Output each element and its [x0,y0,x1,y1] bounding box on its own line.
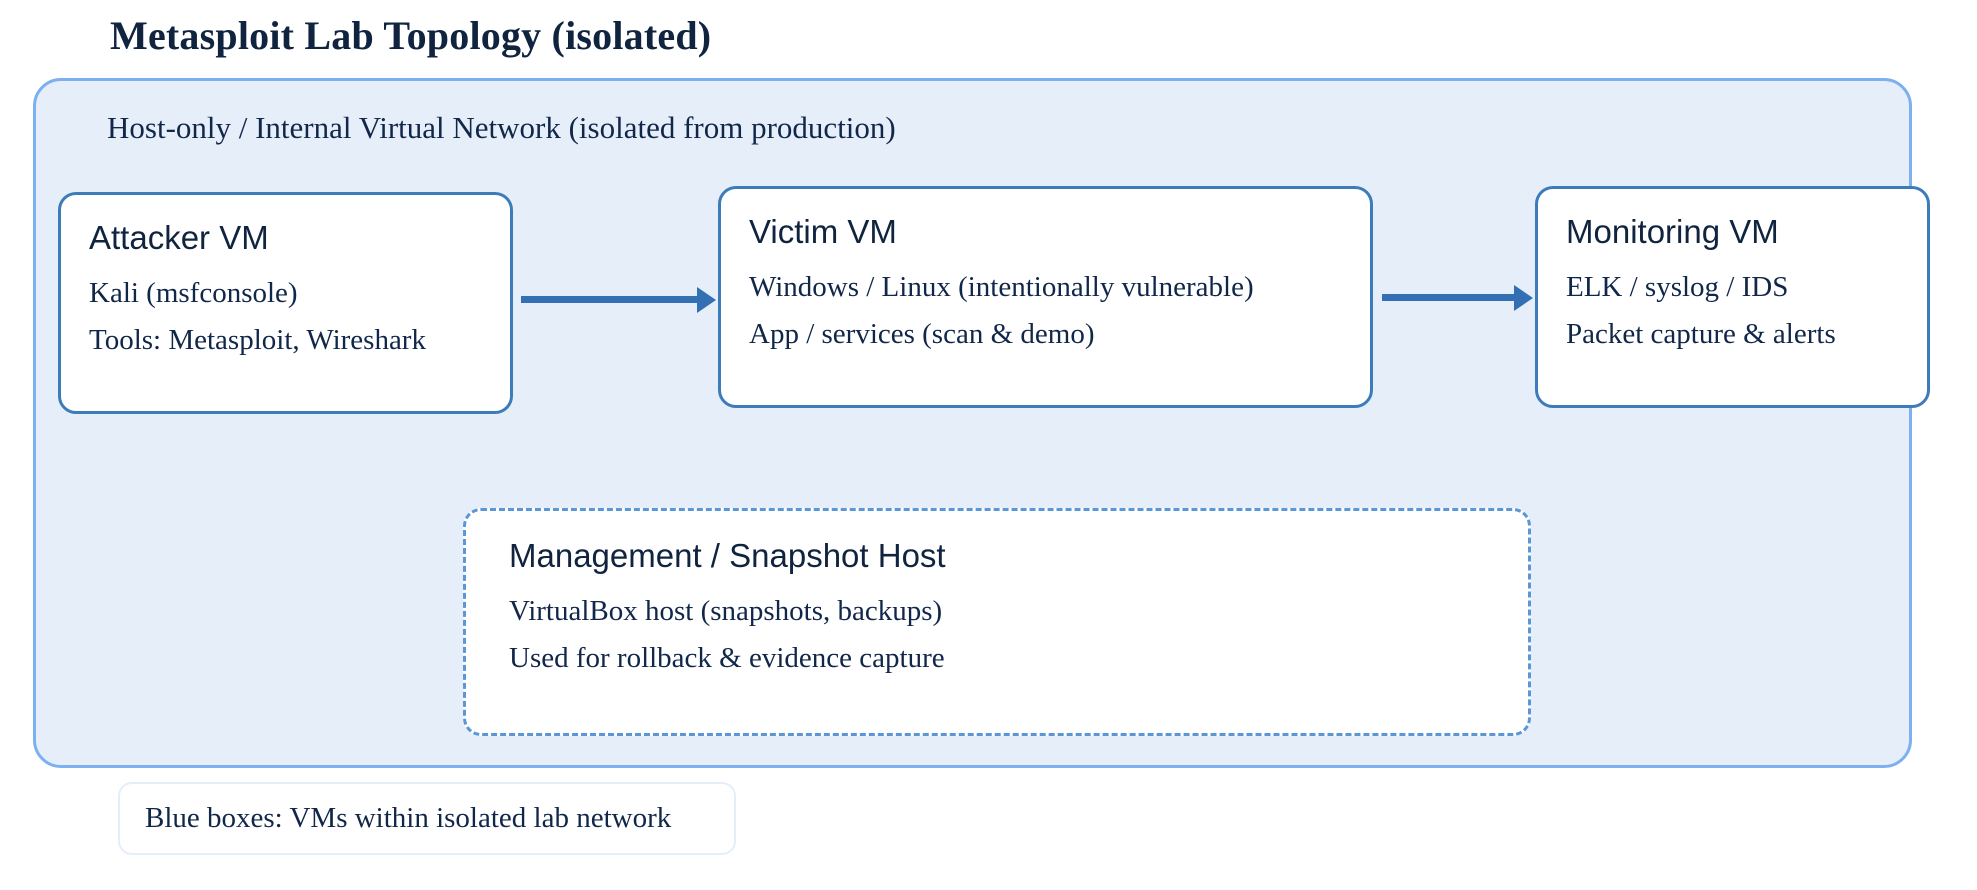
network-label: Host-only / Internal Virtual Network (is… [107,110,896,145]
arrow-victim-to-monitoring [1382,294,1516,301]
node-management-snapshot-host-line-1: VirtualBox host (snapshots, backups) [509,594,943,627]
node-management-snapshot-host[interactable]: Management / Snapshot Host VirtualBox ho… [463,508,1531,736]
legend-box: Blue boxes: VMs within isolated lab netw… [118,782,736,855]
node-attacker-vm-line-1: Kali (msfconsole) [89,276,298,309]
node-management-snapshot-host-title: Management / Snapshot Host [509,537,946,574]
node-victim-vm-line-2: App / services (scan & demo) [749,317,1095,350]
node-monitoring-vm[interactable]: Monitoring VM ELK / syslog / IDS Packet … [1535,186,1930,408]
legend-text: Blue boxes: VMs within isolated lab netw… [145,802,672,834]
node-attacker-vm-title: Attacker VM [89,219,269,256]
node-victim-vm-title: Victim VM [749,213,897,250]
node-attacker-vm[interactable]: Attacker VM Kali (msfconsole) Tools: Met… [58,192,513,414]
arrow-attacker-to-victim [521,296,699,303]
node-attacker-vm-line-2: Tools: Metasploit, Wireshark [89,323,426,356]
node-monitoring-vm-title: Monitoring VM [1566,213,1779,250]
node-monitoring-vm-line-2: Packet capture & alerts [1566,317,1836,350]
node-management-snapshot-host-line-2: Used for rollback & evidence capture [509,641,945,674]
node-victim-vm-line-1: Windows / Linux (intentionally vulnerabl… [749,270,1254,303]
page-title: Metasploit Lab Topology (isolated) [110,13,712,58]
node-monitoring-vm-line-1: ELK / syslog / IDS [1566,270,1789,303]
node-victim-vm[interactable]: Victim VM Windows / Linux (intentionally… [718,186,1373,408]
